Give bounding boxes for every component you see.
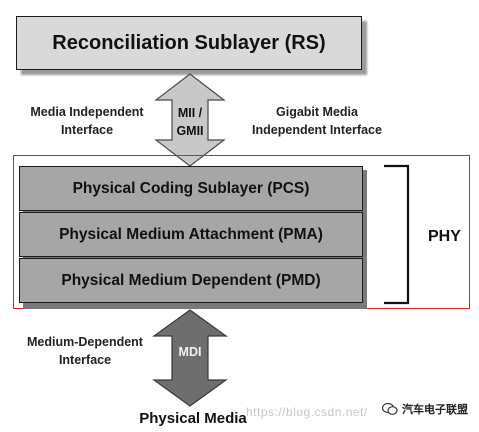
physical-media-label: Physical Media: [139, 410, 247, 427]
mdi-label: MDI: [178, 345, 202, 359]
pma-layer-box: Physical Medium Attachment (PMA): [19, 212, 363, 257]
pcs-layer-label: Physical Coding Sublayer (PCS): [72, 179, 310, 197]
wechat-account-name: 汽车电子联盟: [402, 404, 468, 416]
wechat-account-mark: 汽车电子联盟: [382, 401, 468, 417]
phy-bracket-label: PHY: [428, 228, 461, 245]
pmd-layer-box: Physical Medium Dependent (PMD): [19, 258, 363, 303]
pma-layer-label: Physical Medium Attachment (PMA): [59, 225, 323, 243]
reconciliation-sublayer-label: Reconciliation Sublayer (RS): [52, 31, 326, 54]
gigabit-media-independent-interface-label: Gigabit Media Independent Interface: [252, 105, 382, 137]
medium-dependent-interface-label: Medium-Dependent Interface: [27, 335, 143, 367]
mdi-double-arrow: [152, 309, 228, 407]
reconciliation-sublayer-box: Reconciliation Sublayer (RS): [16, 16, 362, 70]
media-independent-interface-label: Media Independent Interface: [30, 105, 144, 137]
wechat-icon: [382, 402, 398, 415]
pmd-layer-label: Physical Medium Dependent (PMD): [61, 271, 321, 289]
phy-bracket: [384, 164, 410, 305]
mii-gmii-label: MII / GMII: [176, 106, 204, 138]
blog-url-watermark: https://blog.csdn.net/: [246, 405, 368, 419]
pcs-layer-box: Physical Coding Sublayer (PCS): [19, 166, 363, 211]
